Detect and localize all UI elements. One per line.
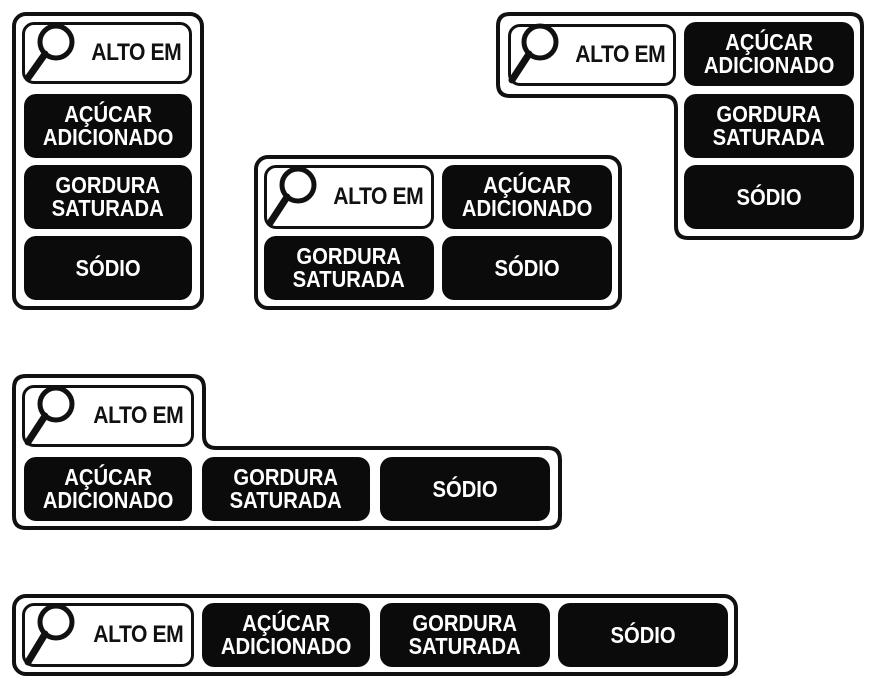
gordura-saturada-box: GORDURA SATURADA xyxy=(24,165,192,229)
magnifying-glass-icon xyxy=(24,385,75,446)
acucar-adicionado-text: AÇÚCAR ADICIONADO xyxy=(42,464,174,513)
acucar-adicionado-text: AÇÚCAR ADICIONADO xyxy=(220,610,352,659)
gordura-saturada-box: GORDURA SATURADA xyxy=(264,236,434,300)
alto-em-text: ALTO EM xyxy=(92,621,183,648)
sodio-text: SÓDIO xyxy=(494,254,560,281)
alto-em-text: ALTO EM xyxy=(92,402,183,429)
sodio-box: SÓDIO xyxy=(442,236,612,300)
gordura-saturada-text: GORDURA SATURADA xyxy=(51,172,165,221)
sodio-text: SÓDIO xyxy=(736,183,802,210)
alto-em-text: ALTO EM xyxy=(332,183,423,210)
magnifying-glass-icon xyxy=(24,23,75,82)
magnifying-glass-icon xyxy=(24,603,75,666)
acucar-adicionado-text: AÇÚCAR ADICIONADO xyxy=(703,29,835,78)
acucar-adicionado-text: AÇÚCAR ADICIONADO xyxy=(461,172,593,221)
alto-em-text: ALTO EM xyxy=(90,39,181,66)
magnifying-glass-icon xyxy=(508,23,559,84)
sodio-box: SÓDIO xyxy=(558,603,728,667)
gordura-saturada-text: GORDURA SATURADA xyxy=(712,101,826,150)
acucar-adicionado-box: AÇÚCAR ADICIONADO xyxy=(684,22,854,86)
sodio-box: SÓDIO xyxy=(24,236,192,300)
sodio-box: SÓDIO xyxy=(684,165,854,229)
alto-em-text: ALTO EM xyxy=(574,41,665,68)
sodio-text: SÓDIO xyxy=(432,475,498,502)
acucar-adicionado-box: AÇÚCAR ADICIONADO xyxy=(24,457,192,521)
acucar-adicionado-text: AÇÚCAR ADICIONADO xyxy=(42,101,174,150)
gordura-saturada-box: GORDURA SATURADA xyxy=(684,94,854,158)
gordura-saturada-box: GORDURA SATURADA xyxy=(202,457,370,521)
sodio-box: SÓDIO xyxy=(380,457,550,521)
acucar-adicionado-box: AÇÚCAR ADICIONADO xyxy=(24,94,192,158)
gordura-saturada-text: GORDURA SATURADA xyxy=(229,464,343,513)
acucar-adicionado-box: AÇÚCAR ADICIONADO xyxy=(442,165,612,229)
gordura-saturada-text: GORDURA SATURADA xyxy=(408,610,522,659)
acucar-adicionado-box: AÇÚCAR ADICIONADO xyxy=(202,603,370,667)
gordura-saturada-box: GORDURA SATURADA xyxy=(380,603,550,667)
sodio-text: SÓDIO xyxy=(75,254,141,281)
sodio-text: SÓDIO xyxy=(610,621,676,648)
magnifying-glass-icon xyxy=(266,166,317,227)
gordura-saturada-text: GORDURA SATURADA xyxy=(292,243,406,292)
